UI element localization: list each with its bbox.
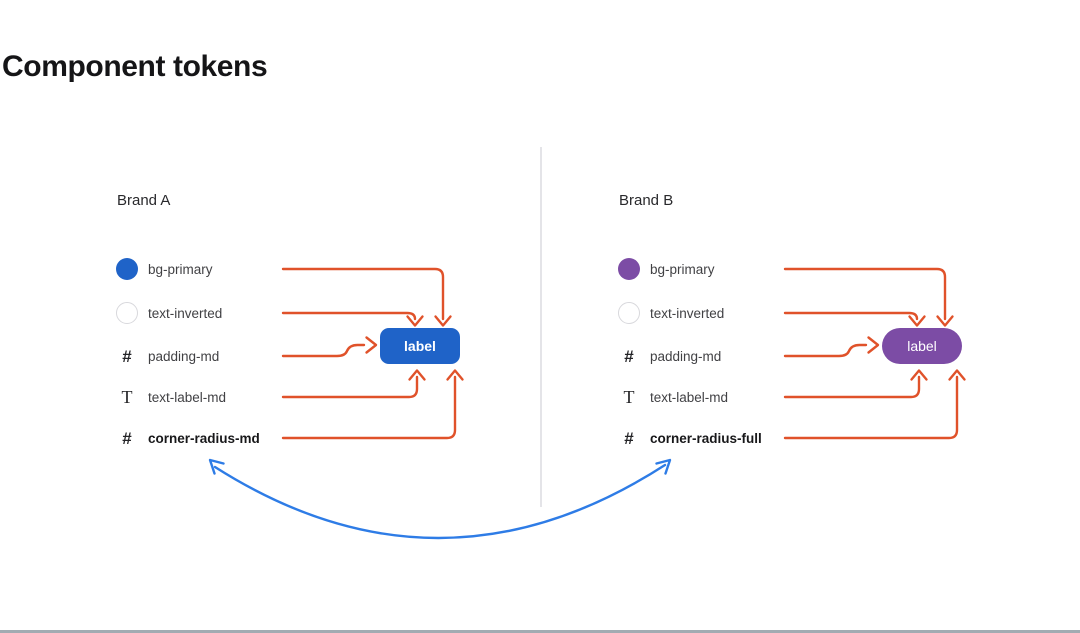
token-name: padding-md (148, 348, 220, 364)
page-title: Component tokens (2, 50, 268, 83)
token-row-text-label-md: T text-label-md (618, 385, 729, 409)
window-bottom-edge (0, 630, 1080, 633)
token-name: corner-radius-md (148, 430, 260, 446)
token-name: bg-primary (148, 261, 213, 277)
token-name: text-label-md (148, 389, 227, 405)
token-name: corner-radius-full (650, 430, 762, 446)
token-row-bg-primary: bg-primary (116, 257, 213, 281)
token-row-text-label-md: T text-label-md (116, 385, 227, 409)
color-swatch-outline-icon (618, 302, 640, 324)
token-row-padding-md: # padding-md (618, 344, 721, 368)
hash-icon: # (624, 346, 634, 366)
token-name: text-inverted (148, 305, 223, 321)
type-icon: T (121, 387, 133, 407)
color-swatch-filled-icon (618, 258, 640, 280)
token-row-corner-radius: # corner-radius-full (618, 426, 762, 450)
color-swatch-outline-icon (116, 302, 138, 324)
token-row-padding-md: # padding-md (116, 344, 219, 368)
hash-icon: # (122, 346, 132, 366)
hash-icon: # (122, 428, 132, 448)
token-name: bg-primary (650, 261, 715, 277)
token-name: text-inverted (650, 305, 725, 321)
token-row-text-inverted: text-inverted (618, 301, 724, 325)
brand-b-label-chip: label (882, 328, 962, 364)
type-icon: T (623, 387, 635, 407)
color-swatch-filled-icon (116, 258, 138, 280)
token-name: padding-md (650, 348, 722, 364)
token-row-bg-primary: bg-primary (618, 257, 715, 281)
token-name: text-label-md (650, 389, 729, 405)
brand-b-title: Brand B (619, 192, 674, 209)
brand-a-label-chip: label (380, 328, 460, 364)
brand-b-panel: Brand B bg-primary text-inverted # paddi… (602, 180, 1080, 515)
brand-a-title: Brand A (117, 192, 171, 209)
token-row-text-inverted: text-inverted (116, 301, 222, 325)
brand-a-panel: Brand A bg-primary text-inverted # paddi… (100, 180, 580, 515)
token-row-corner-radius: # corner-radius-md (116, 426, 260, 450)
vertical-divider (540, 147, 542, 507)
hash-icon: # (624, 428, 634, 448)
